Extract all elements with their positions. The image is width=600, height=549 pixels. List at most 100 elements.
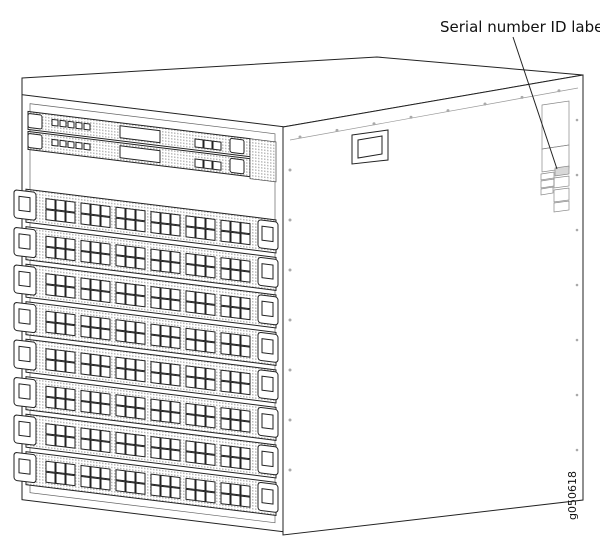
optical-port [90, 364, 101, 377]
optical-port [205, 266, 216, 279]
optical-port [55, 386, 66, 400]
optical-port [45, 284, 56, 297]
optical-port [100, 290, 111, 304]
optical-port [240, 334, 251, 347]
optical-port [125, 293, 136, 307]
line-card [13, 188, 279, 254]
optical-port [100, 478, 111, 491]
optical-port [185, 327, 196, 341]
optical-port [45, 235, 56, 248]
optical-port [160, 324, 171, 337]
optical-port [170, 438, 181, 451]
optical-port [240, 233, 251, 246]
optical-port [125, 432, 136, 446]
optical-port [150, 360, 161, 374]
optical-port [230, 494, 241, 507]
optical-port [55, 435, 66, 448]
optical-port [100, 403, 111, 416]
optical-port [55, 274, 66, 287]
optical-port [150, 259, 161, 272]
port [67, 140, 75, 149]
optical-port [80, 202, 91, 215]
optical-port [205, 378, 216, 391]
optical-port [55, 322, 66, 336]
optical-port [45, 434, 56, 447]
optical-port [185, 488, 196, 502]
screw [446, 109, 450, 113]
optical-port [240, 270, 251, 283]
optical-port [80, 438, 91, 451]
screw [575, 393, 579, 397]
optical-port [55, 461, 66, 475]
optical-port [135, 445, 146, 458]
optical-port [65, 238, 76, 251]
optical-port [55, 236, 66, 250]
optical-port [80, 427, 91, 440]
optical-port [160, 298, 171, 311]
optical-port [160, 399, 171, 412]
optical-port [55, 247, 66, 261]
optical-port [185, 226, 196, 239]
optical-port [125, 320, 136, 333]
optical-port [240, 259, 251, 272]
port [194, 138, 204, 149]
optical-port [195, 340, 206, 353]
port [212, 160, 222, 171]
optical-port [45, 273, 56, 286]
optical-port [65, 324, 76, 337]
optical-port [115, 394, 126, 407]
port [51, 138, 59, 147]
optical-port [135, 284, 146, 297]
optical-port [220, 230, 231, 243]
optical-port [220, 444, 231, 457]
optical-port [230, 258, 241, 271]
optical-port [45, 359, 56, 372]
optical-port [205, 330, 216, 343]
optical-port [150, 484, 161, 497]
optical-port [135, 407, 146, 420]
optical-port [230, 269, 241, 282]
optical-port [185, 413, 196, 427]
optical-port [90, 477, 101, 490]
optical-port [135, 321, 146, 334]
optical-port [90, 353, 101, 366]
optical-port [125, 395, 136, 408]
optical-port [220, 332, 231, 345]
optical-port [55, 285, 66, 298]
optical-port [45, 321, 56, 334]
optical-port [80, 464, 91, 478]
optical-port [170, 299, 181, 312]
optical-port [150, 296, 161, 310]
optical-port [220, 305, 231, 318]
optical-port [45, 385, 56, 398]
port [75, 141, 83, 150]
screw [575, 118, 579, 122]
optical-port [45, 198, 56, 211]
optical-port [230, 306, 241, 320]
optical-port [230, 445, 241, 459]
optical-port [205, 480, 216, 493]
optical-port [150, 334, 161, 347]
optical-port [65, 200, 76, 213]
craft-panel [249, 138, 277, 183]
module-slot [119, 125, 161, 144]
optical-port [65, 313, 76, 326]
optical-port [220, 455, 231, 468]
line-card [13, 376, 279, 441]
optical-port [135, 434, 146, 447]
optical-port [170, 288, 181, 301]
ejector-handle [27, 113, 43, 130]
optical-port [150, 248, 161, 261]
optical-port [160, 373, 171, 386]
optical-port [90, 252, 101, 265]
optical-port [100, 354, 111, 368]
screw [288, 168, 292, 172]
optical-port [100, 440, 111, 454]
optical-port [65, 249, 76, 262]
optical-port [90, 428, 101, 441]
optical-port [55, 199, 66, 212]
screw [288, 268, 292, 272]
optical-port [160, 287, 171, 300]
optical-port [65, 388, 76, 401]
optical-port [65, 286, 76, 299]
